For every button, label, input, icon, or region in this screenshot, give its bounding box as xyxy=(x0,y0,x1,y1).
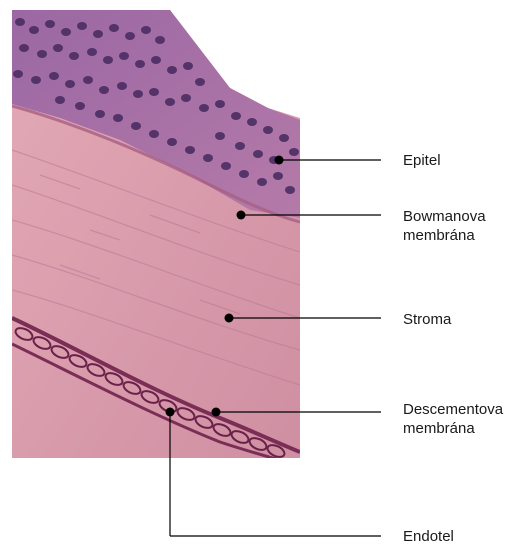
label-endotel: Endotel xyxy=(403,527,454,546)
label-descement: Descementova membrána xyxy=(403,400,503,438)
label-descement-line2: membrána xyxy=(403,419,503,438)
label-epitel-text: Epitel xyxy=(403,151,441,170)
label-epitel: Epitel xyxy=(403,151,441,170)
tissue-section xyxy=(12,10,300,466)
label-endotel-text: Endotel xyxy=(403,527,454,546)
label-descement-line1: Descementova xyxy=(403,400,503,419)
label-stroma: Stroma xyxy=(403,310,451,329)
label-bowman: Bowmanova membrána xyxy=(403,207,486,245)
label-bowman-line1: Bowmanova xyxy=(403,207,486,226)
label-bowman-line2: membrána xyxy=(403,226,486,245)
label-stroma-text: Stroma xyxy=(403,310,451,329)
